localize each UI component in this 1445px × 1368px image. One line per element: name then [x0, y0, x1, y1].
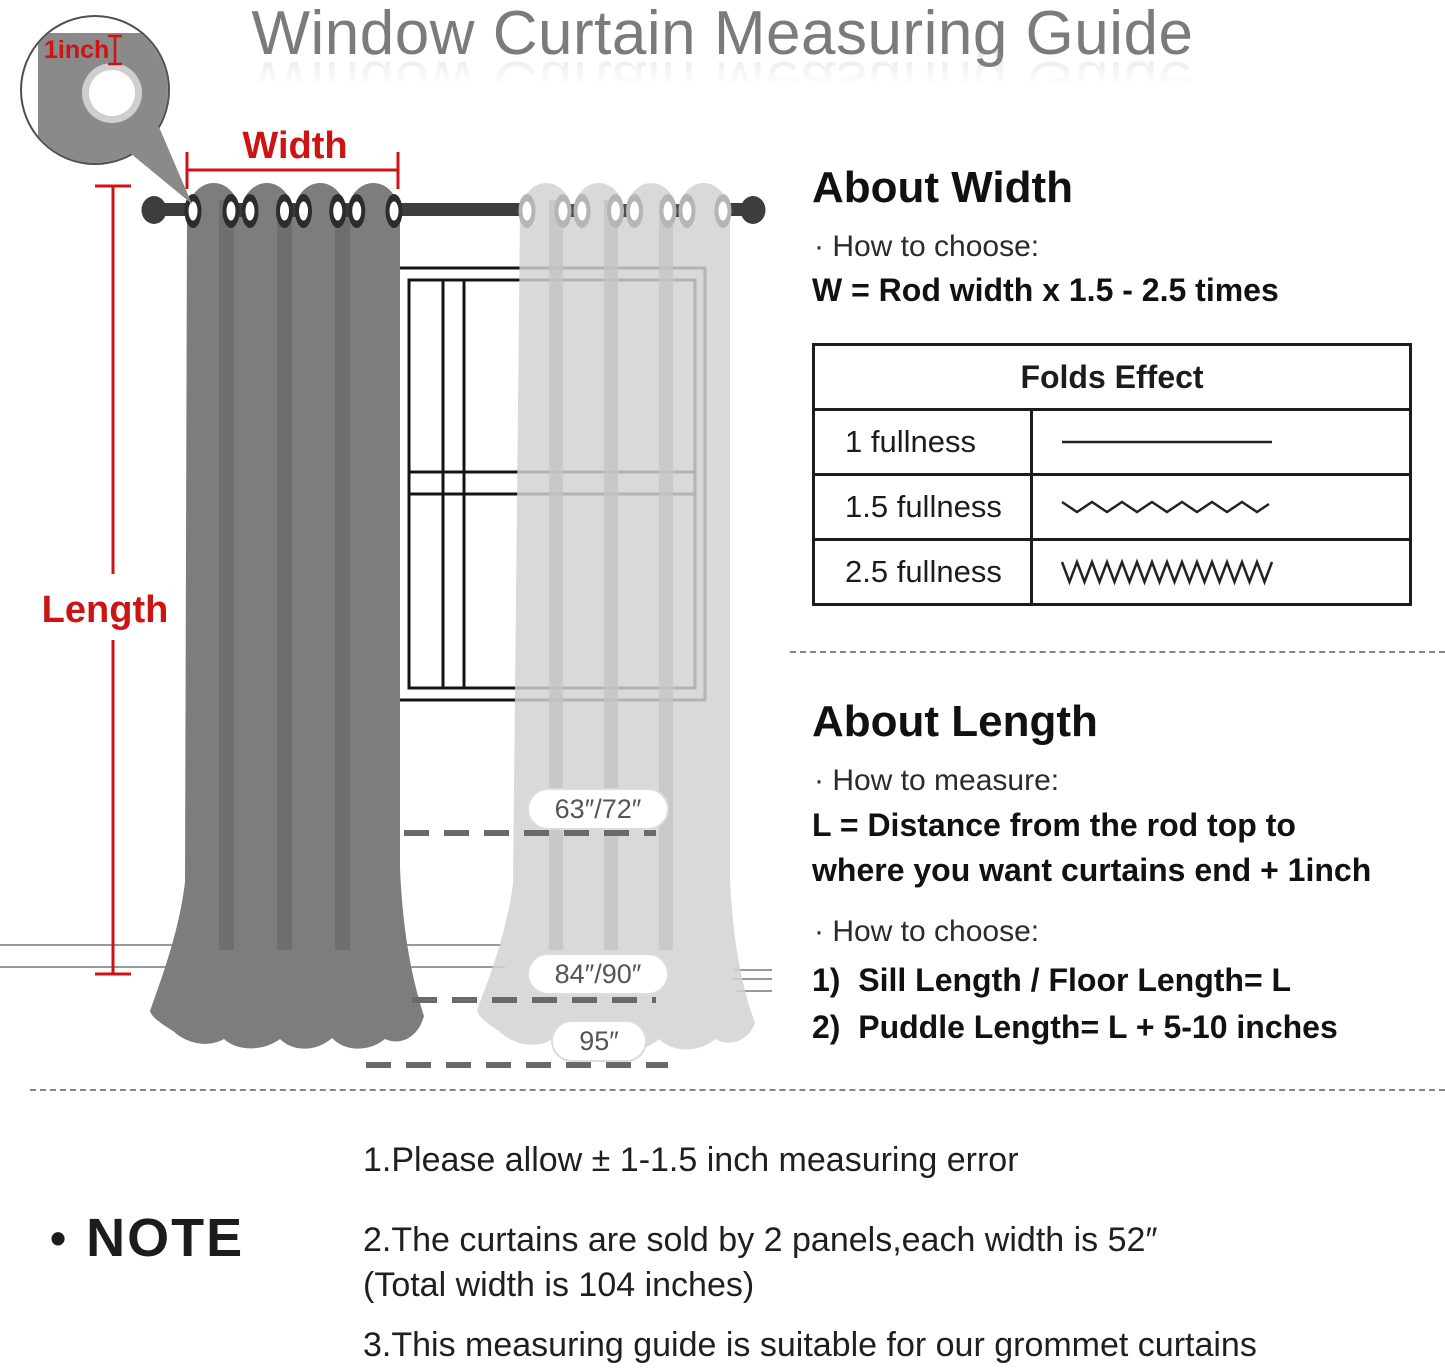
length-measurement: [95, 184, 131, 976]
page-title: Window Curtain Measuring Guide: [251, 0, 1194, 68]
fold-pattern-cell: [1030, 476, 1409, 538]
rod-finial-left: [141, 196, 167, 224]
length-label: Length: [42, 589, 169, 631]
marker-63-72: 63″/72″: [555, 794, 642, 824]
section-divider: [790, 651, 1445, 653]
folds-effect-table: Folds Effect 1 fullness 1.5 fullness 2.5…: [812, 343, 1412, 606]
table-row: 2.5 fullness: [815, 541, 1409, 603]
table-row: 1.5 fullness: [815, 476, 1409, 541]
table-row: 1 fullness: [815, 411, 1409, 476]
note-line-1: 1.Please allow ± 1-1.5 inch measuring er…: [363, 1141, 1019, 1179]
about-width-heading: About Width: [812, 163, 1074, 212]
width-measurement: [185, 152, 400, 189]
flat-line-pattern: [1062, 440, 1272, 444]
width-label: Width: [242, 125, 347, 167]
about-width-how-to-choose: · How to choose:: [814, 230, 1040, 263]
fold-pattern-cell: [1030, 411, 1409, 473]
dense-zigzag-pattern: [1060, 558, 1274, 586]
about-length-how-to-choose: · How to choose:: [814, 915, 1040, 948]
length-formula-line2: where you want curtains end + 1inch: [812, 852, 1372, 888]
grommet-detail-callout: 1inch: [20, 15, 192, 204]
rod-finial-right: [740, 196, 766, 224]
note-line-2-cont: (Total width is 104 inches): [363, 1266, 755, 1304]
page-header: Window Curtain Measuring Guide Window Cu…: [251, 0, 1194, 118]
fullness-label: 1.5 fullness: [845, 489, 1002, 524]
note-line-3: 3.This measuring guide is suitable for o…: [363, 1326, 1257, 1364]
length-option-2: 2) Puddle Length= L + 5-10 inches: [812, 1009, 1338, 1045]
note-heading: NOTE: [86, 1208, 245, 1268]
fullness-label: 2.5 fullness: [845, 554, 1002, 589]
marker-84-90: 84″/90″: [555, 959, 642, 989]
bottom-divider: [30, 1089, 1445, 1091]
curtain-measuring-illustration: 63″/72″ 84″/90″ 95″ 1inch Width Length: [0, 15, 772, 1068]
folds-table-header: Folds Effect: [815, 346, 1409, 411]
length-option-1: 1) Sill Length / Floor Length= L: [812, 962, 1292, 998]
note-bullet: •: [50, 1212, 67, 1264]
callout-pointer: [124, 127, 192, 204]
about-length-heading: About Length: [812, 697, 1098, 746]
note-heading-group: • NOTE: [50, 1206, 244, 1270]
note-line-2: 2.The curtains are sold by 2 panels,each…: [363, 1221, 1158, 1259]
length-marker-lines: [366, 830, 668, 1068]
length-marker-pills: 63″/72″ 84″/90″ 95″: [527, 788, 669, 1062]
about-length-how-to-measure: · How to measure:: [814, 764, 1060, 797]
fullness-label: 1 fullness: [845, 424, 976, 459]
grommet-detail-label: 1inch: [44, 36, 109, 64]
dark-curtain-panel: [150, 182, 424, 1049]
marker-95: 95″: [579, 1026, 619, 1056]
gentle-zigzag-pattern: [1061, 500, 1270, 514]
about-width-formula: W = Rod width x 1.5 - 2.5 times: [812, 272, 1279, 308]
light-curtain-panel: [477, 183, 755, 1050]
length-formula-line1: L = Distance from the rod top to: [812, 807, 1296, 843]
fold-pattern-cell: [1030, 541, 1409, 603]
